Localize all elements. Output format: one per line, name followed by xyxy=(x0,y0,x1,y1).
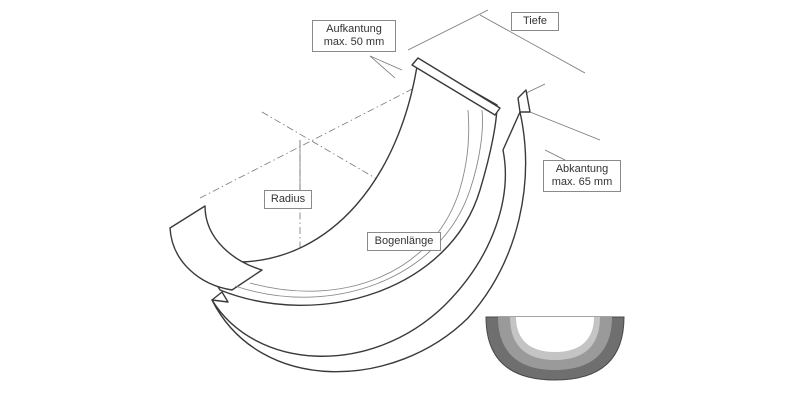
tiefe-extension-top xyxy=(407,9,489,51)
label-abkantung-line2: max. 65 mm xyxy=(551,176,613,188)
label-bogenlaenge: Bogenlänge xyxy=(367,232,441,251)
gutter-bottom-lip xyxy=(211,291,229,303)
inner-groove xyxy=(249,109,470,292)
gutter-bead xyxy=(517,89,531,113)
gutter-profile-thumbnail xyxy=(485,316,625,381)
inner-groove xyxy=(234,109,483,298)
axis-line xyxy=(199,84,421,199)
aufkantung-leader xyxy=(369,55,403,71)
tiefe-dimension-line xyxy=(479,14,586,74)
gutter-end-flange xyxy=(169,205,263,291)
label-abkantung: Abkantung max. 65 mm xyxy=(543,160,621,192)
label-abkantung-line1: Abkantung xyxy=(555,163,609,175)
gutter-bend-drawing xyxy=(169,57,531,373)
label-aufkantung-line2: max. 50 mm xyxy=(323,36,385,48)
gutter-inner-grooves xyxy=(234,109,483,298)
aufkantung-leader xyxy=(369,55,396,79)
label-aufkantung-line1: Aufkantung xyxy=(326,23,382,35)
label-aufkantung: Aufkantung max. 50 mm xyxy=(312,20,396,52)
thumbnail-hollow xyxy=(516,317,594,352)
gutter-back-rim xyxy=(411,57,501,116)
abkantung-leader xyxy=(544,149,566,161)
abkantung-extension xyxy=(529,111,601,141)
label-tiefe: Tiefe xyxy=(511,12,559,31)
label-radius: Radius xyxy=(264,190,312,209)
